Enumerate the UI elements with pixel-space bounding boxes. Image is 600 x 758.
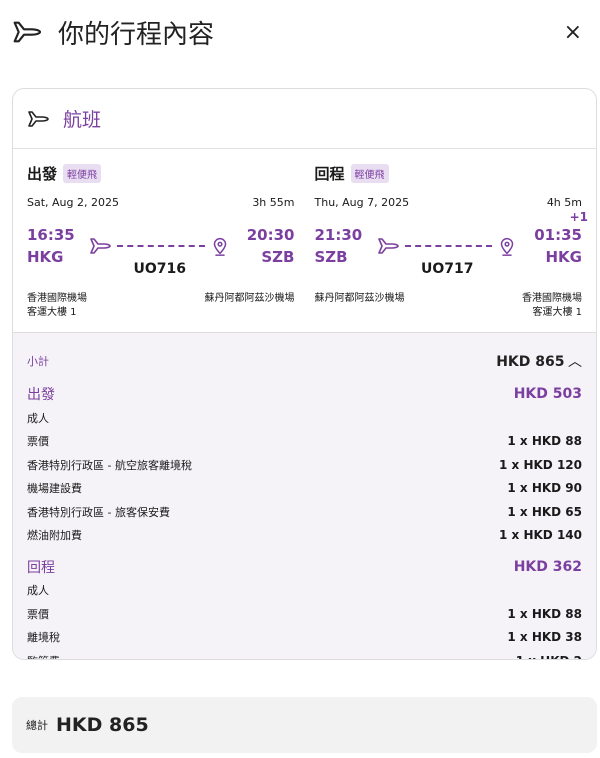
fare-badge: 輕便飛 bbox=[350, 164, 389, 183]
subtotal-amount: HKD 865 bbox=[496, 353, 565, 370]
section-amount: HKD 503 bbox=[513, 386, 582, 403]
price-item: 監管費 1 x HKD 2 bbox=[27, 649, 582, 659]
chevron-up-icon[interactable]: ︿ bbox=[568, 353, 582, 370]
item-amount: 1 x HKD 2 bbox=[516, 654, 582, 659]
close-icon[interactable]: × bbox=[563, 20, 582, 45]
departure-code: HKG bbox=[27, 248, 64, 266]
total-amount: HKD 865 bbox=[56, 714, 149, 736]
header: 你的行程內容 × bbox=[12, 12, 588, 52]
departure-time: 21:30 bbox=[314, 226, 363, 244]
item-amount: 1 x HKD 88 bbox=[507, 606, 582, 621]
price-item: 票價 1 x HKD 88 bbox=[27, 602, 582, 626]
item-label: 監管費 bbox=[27, 653, 60, 659]
flight-duration: 4h 5m bbox=[546, 196, 582, 209]
departure-terminal: 客運大樓 1 bbox=[27, 307, 77, 318]
departure-time: 16:35 bbox=[27, 226, 75, 244]
arrival-time: 20:30 bbox=[246, 226, 295, 244]
flight-number: UO717 bbox=[421, 261, 474, 277]
section-label: 回程 bbox=[27, 559, 55, 576]
route-line bbox=[404, 245, 492, 247]
item-label: 燃油附加費 bbox=[27, 529, 82, 543]
location-pin-icon bbox=[209, 235, 231, 257]
price-item: 離境稅 1 x HKD 38 bbox=[27, 626, 582, 650]
total-label: 總計 bbox=[26, 719, 48, 732]
plane-icon bbox=[89, 234, 113, 258]
arrival-code: HKG bbox=[545, 248, 583, 266]
arrival-time: 01:35 bbox=[534, 226, 582, 244]
passenger-type: 成人 bbox=[27, 411, 49, 425]
passenger-type: 成人 bbox=[27, 584, 49, 598]
item-label: 香港特別行政區 - 旅客保安費 bbox=[27, 505, 170, 519]
next-day-indicator: +1 bbox=[569, 210, 588, 224]
price-item: 燃油附加費 1 x HKD 140 bbox=[27, 524, 582, 548]
item-label: 票價 bbox=[27, 607, 49, 621]
flight-date: Sat, Aug 2, 2025 bbox=[27, 196, 119, 209]
flight-duration: 3h 55m bbox=[252, 196, 295, 209]
route-line bbox=[117, 245, 205, 247]
subtotal-label: 小計 bbox=[27, 354, 49, 368]
arrival-code: SZB bbox=[261, 248, 295, 266]
item-amount: 1 x HKD 140 bbox=[499, 528, 582, 543]
item-amount: 1 x HKD 65 bbox=[507, 504, 582, 519]
departure-airport: 蘇丹阿都阿茲沙機場 bbox=[314, 293, 405, 304]
leg-label: 出發 bbox=[27, 165, 58, 183]
location-pin-icon bbox=[496, 235, 518, 257]
arrival-airport: 香港國際機場 bbox=[522, 293, 582, 304]
price-item: 票價 1 x HKD 88 bbox=[27, 430, 582, 454]
price-section-outbound: 出發 HKD 503 成人票價 1 x HKD 88 香港特別行政區 - 航空旅客離境… bbox=[27, 383, 582, 548]
flight-date: Thu, Aug 7, 2025 bbox=[314, 196, 410, 209]
departure-airport: 香港國際機場 bbox=[27, 293, 87, 304]
total-bar: 總計 HKD 865 bbox=[12, 697, 597, 753]
plane-icon bbox=[12, 16, 44, 48]
section-label: 出發 bbox=[27, 387, 55, 404]
section-amount: HKD 362 bbox=[513, 558, 582, 575]
arrival-terminal: 客運大樓 1 bbox=[532, 307, 582, 318]
price-item: 機場建設費 1 x HKD 90 bbox=[27, 477, 582, 501]
item-amount: 1 x HKD 88 bbox=[507, 434, 582, 449]
next-day-indicator bbox=[247, 211, 301, 224]
page-title: 你的行程內容 bbox=[58, 19, 215, 50]
leg-label: 回程 bbox=[314, 165, 345, 183]
item-label: 機場建設費 bbox=[27, 482, 82, 496]
subtotal-toggle[interactable]: 小計 HKD 865 ︿ bbox=[27, 349, 582, 373]
item-amount: 1 x HKD 38 bbox=[507, 630, 582, 645]
plane-icon bbox=[27, 107, 51, 131]
item-amount: 1 x HKD 90 bbox=[507, 481, 582, 496]
arrival-airport: 蘇丹阿都阿茲沙機場 bbox=[204, 293, 295, 304]
item-label: 香港特別行政區 - 航空旅客離境稅 bbox=[27, 458, 192, 472]
fare-badge: 輕便飛 bbox=[63, 164, 102, 183]
departure-code: SZB bbox=[314, 248, 348, 266]
plane-icon bbox=[377, 234, 401, 258]
card-title: 航班 bbox=[63, 109, 102, 131]
price-item: 香港特別行政區 - 旅客保安費 1 x HKD 65 bbox=[27, 500, 582, 524]
item-amount: 1 x HKD 120 bbox=[499, 457, 582, 472]
item-label: 票價 bbox=[27, 435, 49, 449]
price-item: 香港特別行政區 - 航空旅客離境稅 1 x HKD 120 bbox=[27, 453, 582, 477]
flight-number: UO716 bbox=[133, 261, 187, 277]
item-label: 離境稅 bbox=[27, 631, 60, 645]
